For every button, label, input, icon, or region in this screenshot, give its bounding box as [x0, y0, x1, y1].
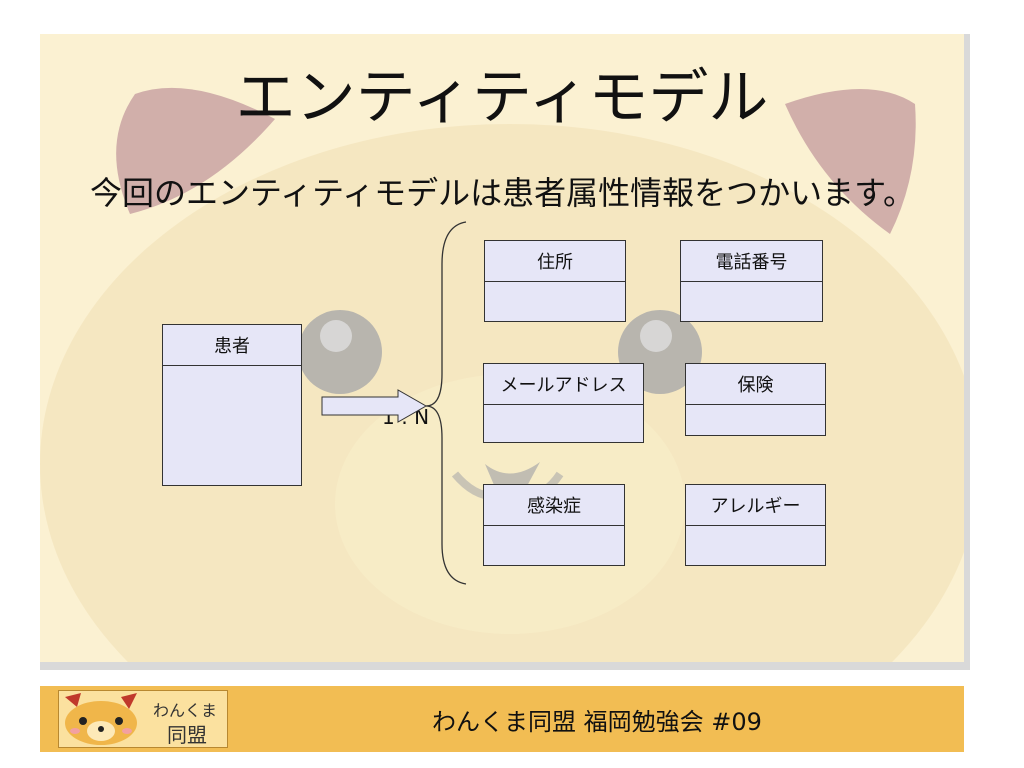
- relationship-connector: [321, 221, 467, 585]
- entity-label: 保険: [686, 364, 825, 405]
- entity-label: 患者: [163, 325, 301, 366]
- entity-insurance: 保険: [685, 363, 826, 436]
- entity-address: 住所: [484, 240, 626, 322]
- entity-label: 感染症: [484, 485, 624, 526]
- slide-subtitle: 今回のエンティティモデルは患者属性情報をつかいます。: [90, 174, 915, 212]
- curly-brace: [425, 221, 467, 585]
- arrow-icon: [321, 389, 428, 423]
- slide: エンティティモデル 今回のエンティティモデルは患者属性情報をつかいます。 患者 …: [40, 34, 970, 670]
- footer-title: わんくま同盟 福岡勉強会 #09: [432, 707, 762, 736]
- slide-title: エンティティモデル: [235, 63, 769, 133]
- entity-infection: 感染症: [483, 484, 625, 566]
- entity-allergy: アレルギー: [685, 484, 826, 566]
- bear-face-icon: [65, 693, 137, 745]
- logo-text-bottom: 同盟: [167, 723, 207, 747]
- entity-label: 電話番号: [681, 241, 822, 282]
- logo-text-top: わんくま: [153, 701, 218, 720]
- entity-label: 住所: [485, 241, 625, 282]
- entity-label: アレルギー: [686, 485, 825, 526]
- footer-band: わんくま 同盟 わんくま同盟 福岡勉強会 #09: [40, 686, 964, 752]
- entity-phone: 電話番号: [680, 240, 823, 322]
- entity-patient: 患者: [162, 324, 302, 486]
- entity-label: メールアドレス: [484, 364, 643, 405]
- wankuma-logo: わんくま 同盟: [58, 690, 228, 748]
- slide-panel: エンティティモデル 今回のエンティティモデルは患者属性情報をつかいます。 患者 …: [40, 34, 964, 662]
- entity-email: メールアドレス: [483, 363, 644, 443]
